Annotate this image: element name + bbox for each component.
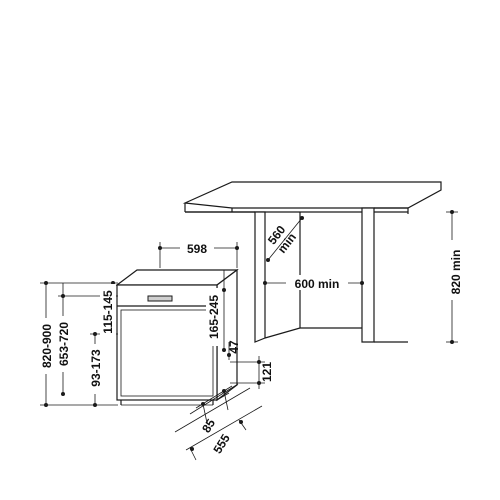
label-121: 121 (260, 362, 274, 382)
dimension-115-145: 115-145 (100, 281, 116, 340)
right-cabinet (300, 207, 408, 343)
dimension-598: 598 (158, 240, 239, 268)
dishwasher-body (115, 268, 239, 406)
dimension-560-min: 560 min (265, 216, 304, 262)
label-653-720: 653-720 (57, 322, 71, 366)
label-555: 555 (210, 431, 233, 456)
label-820-min: 820 min (449, 250, 463, 295)
label-820-900: 820-900 (40, 324, 54, 368)
label-93-173: 93-173 (89, 349, 103, 387)
dimension-165-245: 165-245 (206, 270, 226, 352)
label-115-145: 115-145 (101, 290, 115, 334)
label-85: 85 (199, 416, 218, 435)
dimension-653-720: 653-720 (55, 283, 118, 396)
label-600-min: 600 min (295, 277, 340, 291)
dimension-47: 47 (227, 340, 241, 360)
dimension-93-173: 93-173 (87, 332, 118, 407)
dimension-121: 121 (230, 356, 274, 389)
label-47: 47 (227, 340, 241, 354)
label-598: 598 (187, 242, 207, 256)
dimension-820-900: 820-900 (38, 281, 118, 407)
label-165-245: 165-245 (207, 295, 221, 339)
back-wall (264, 212, 301, 339)
control-panel (147, 295, 173, 302)
dimension-85: 85 (189, 383, 239, 435)
dimension-600-min: 600 min (263, 275, 364, 291)
dimension-820-min: 820 min (446, 210, 464, 344)
countertop (182, 181, 442, 214)
